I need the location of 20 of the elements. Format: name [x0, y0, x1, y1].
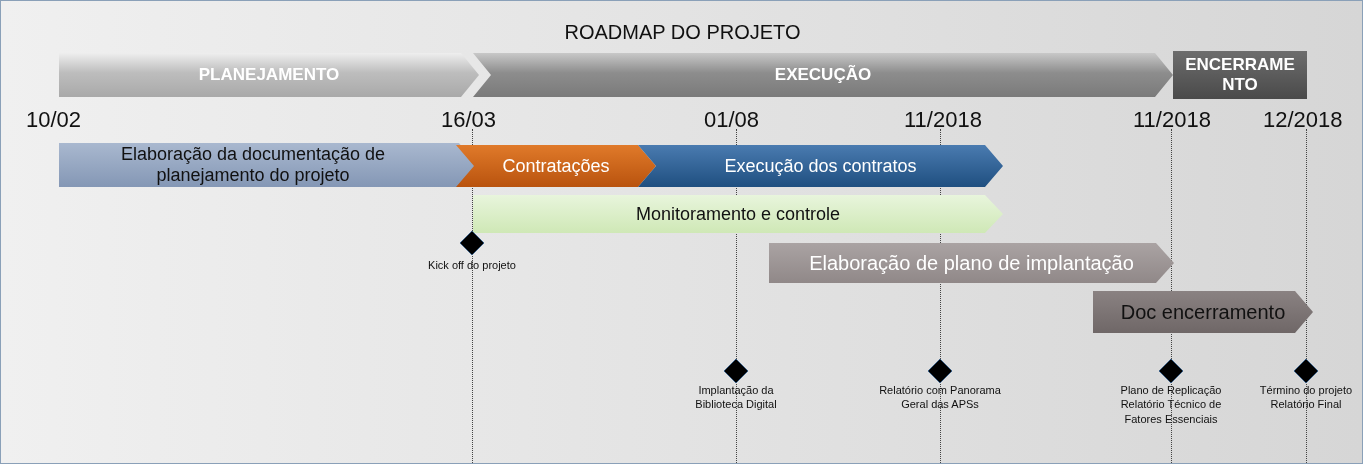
diagram-title: ROADMAP DO PROJETO — [563, 21, 802, 44]
date-label: 10/02 — [26, 107, 82, 133]
task-bar: Elaboração de plano de implantação — [769, 243, 1174, 283]
task-bar: Execução dos contratos — [638, 145, 1003, 187]
milestone-label: Implantação da Biblioteca Digital — [694, 383, 778, 412]
date-label: 12/2018 — [1263, 107, 1343, 133]
task-bar: Contratações — [456, 145, 656, 187]
task-bar: Doc encerramento — [1093, 291, 1313, 333]
phase-band: ENCERRAMENTO — [1173, 51, 1307, 99]
milestone-label: Relatório com Panorama Geral das APSs — [878, 383, 1002, 412]
date-label: 01/08 — [704, 107, 760, 133]
milestone-label: Plano de Replicação Relatório Técnico de Fatores Essenciais — [1119, 383, 1223, 426]
milestone-label: Kick off do projeto — [428, 258, 516, 273]
task-bar: Monitoramento e controle — [473, 195, 1003, 233]
phase-band: EXECUÇÃO — [473, 53, 1173, 97]
milestone-label: Término do projeto Relatório Final — [1258, 383, 1354, 412]
date-label: 11/2018 — [1133, 107, 1211, 133]
date-label: 16/03 — [441, 107, 497, 133]
date-label: 11/2018 — [904, 107, 982, 133]
phase-band: PLANEJAMENTO — [59, 53, 479, 97]
